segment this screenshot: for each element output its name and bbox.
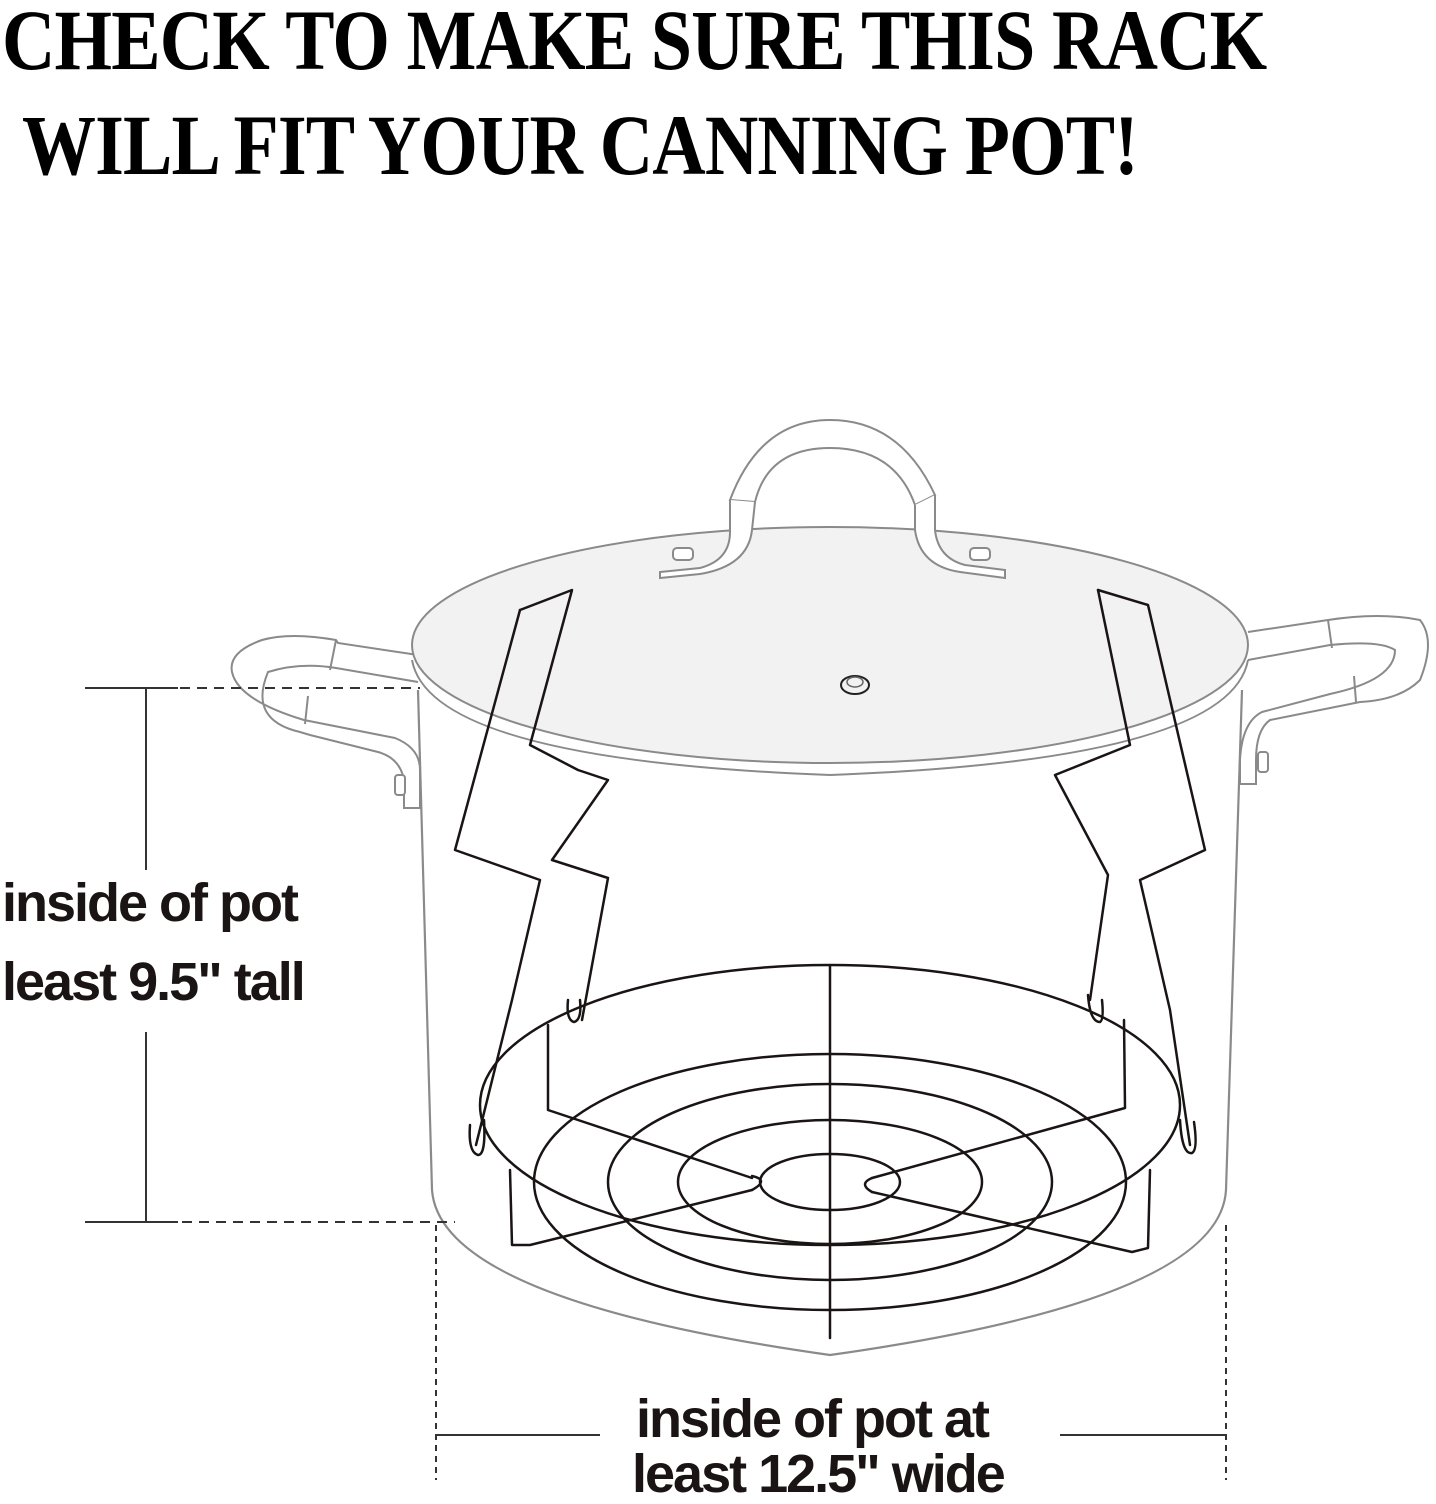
height-label-line-2: least 9.5" tall <box>2 952 306 1012</box>
left-pot-handle <box>230 635 421 809</box>
canning-rack <box>453 588 1207 1340</box>
lid-handle-icon <box>659 418 1006 580</box>
pot-body <box>416 689 1244 1357</box>
right-pot-handle <box>1239 615 1429 785</box>
height-label-line-1: inside of pot <box>2 873 299 933</box>
width-dimension-line <box>435 1225 1227 1480</box>
width-label-line-2: least 12.5" wide <box>632 1444 1006 1504</box>
pot-lid <box>411 526 1249 777</box>
height-dimension-line <box>85 687 455 1223</box>
headline-line-2: WILL FIT YOUR CANNING POT! <box>22 97 1139 193</box>
headline-line-1: CHECK TO MAKE SURE THIS RACK <box>2 0 1267 88</box>
width-label-line-1: inside of pot at <box>636 1389 990 1449</box>
